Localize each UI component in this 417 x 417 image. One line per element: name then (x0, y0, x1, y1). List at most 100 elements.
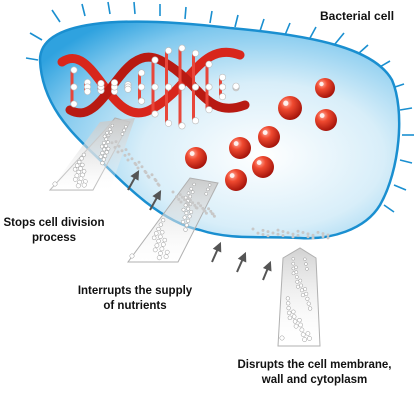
particle (98, 154, 103, 159)
ribosome-highlight (256, 160, 262, 166)
particle (102, 134, 107, 139)
label-line: Interrupts the supply (77, 285, 193, 297)
particle (305, 267, 309, 271)
arrow-head (262, 260, 272, 272)
ribosome-highlight (319, 81, 324, 87)
ribosome-highlight (283, 100, 289, 106)
membrane-particle (137, 160, 141, 164)
membrane-particle (286, 231, 290, 235)
particle (287, 315, 293, 321)
membrane-particle (326, 236, 330, 240)
particle (156, 238, 161, 244)
membrane-particle (130, 157, 134, 161)
particle (192, 182, 196, 187)
ribosome (315, 78, 335, 98)
dna-atom (138, 69, 146, 77)
particle (302, 337, 308, 343)
particle (293, 323, 299, 329)
ribosome (278, 96, 302, 120)
action-arrow-icon (127, 169, 272, 281)
membrane-particle (266, 234, 270, 238)
membrane-particle (321, 235, 325, 239)
particle (158, 250, 163, 256)
particle (292, 319, 298, 324)
particle (307, 335, 312, 341)
particle (152, 247, 158, 253)
membrane-particle (306, 235, 310, 239)
particle (299, 288, 304, 293)
particle (163, 254, 169, 260)
membrane-particle (301, 231, 305, 235)
membrane-particle (207, 207, 211, 211)
particle (181, 207, 186, 212)
membrane-particle (188, 198, 192, 202)
membrane-particle (156, 182, 160, 186)
label-disrupts-membrane: Disrupts the cell membrane, wall and cyt… (212, 358, 417, 388)
membrane-particle (195, 206, 199, 210)
dna-atom (70, 83, 78, 91)
ribosome-highlight (319, 113, 325, 119)
particle (300, 293, 305, 298)
membrane-particle (256, 231, 260, 235)
membrane-particles (106, 135, 330, 240)
membrane-particle (117, 144, 121, 148)
membrane-particle (266, 230, 270, 234)
particle (158, 234, 163, 239)
particle (189, 210, 194, 214)
label-interrupts-nutrients: Interrupts the supply of nutrients (45, 284, 225, 314)
membrane-particle (133, 161, 137, 165)
label-line: Disrupts the cell membrane, (237, 359, 392, 371)
arrow-head (237, 251, 247, 263)
particle (79, 156, 84, 161)
diagram-title: Bacterial cell (320, 9, 395, 23)
membrane-particle (186, 196, 190, 200)
membrane-particle (196, 201, 200, 205)
membrane-particle (178, 193, 182, 197)
particle (291, 314, 297, 319)
particle (120, 132, 125, 136)
cilium (259, 18, 265, 32)
particle (102, 147, 107, 152)
particle (180, 219, 186, 224)
particle (291, 261, 295, 266)
particle (304, 262, 308, 266)
dna-atom (192, 49, 200, 57)
particle (204, 192, 208, 196)
particle (305, 296, 310, 301)
dna-atom (219, 73, 227, 81)
particle (307, 306, 313, 311)
particle (286, 305, 291, 311)
particle (101, 157, 106, 162)
dna-atom (84, 88, 92, 96)
dna-atom (111, 79, 119, 87)
cilium (399, 159, 413, 164)
dna-atom (151, 83, 159, 91)
membrane-particle (276, 232, 280, 236)
particle (124, 125, 128, 129)
particle (104, 150, 109, 155)
particle (184, 223, 189, 228)
membrane-particle (281, 234, 285, 238)
particle (306, 301, 311, 306)
membrane-particle (316, 230, 320, 234)
membrane-particle (199, 204, 203, 208)
arrow-head (212, 241, 222, 253)
particle (190, 190, 195, 194)
dna-atom (192, 83, 200, 91)
cilium (209, 10, 213, 24)
particle (110, 123, 115, 128)
membrane-particle (127, 152, 131, 156)
particle (299, 327, 305, 333)
dna-atom (178, 83, 186, 91)
label-line: Stops cell division (3, 217, 105, 229)
membrane-particle (212, 214, 216, 218)
ribosome (229, 137, 251, 159)
membrane-particle (179, 200, 183, 204)
particle (291, 271, 296, 276)
particle (286, 301, 291, 306)
particle (291, 257, 295, 261)
cilium (184, 6, 187, 20)
particle (76, 169, 81, 175)
membrane-particle (261, 232, 265, 236)
